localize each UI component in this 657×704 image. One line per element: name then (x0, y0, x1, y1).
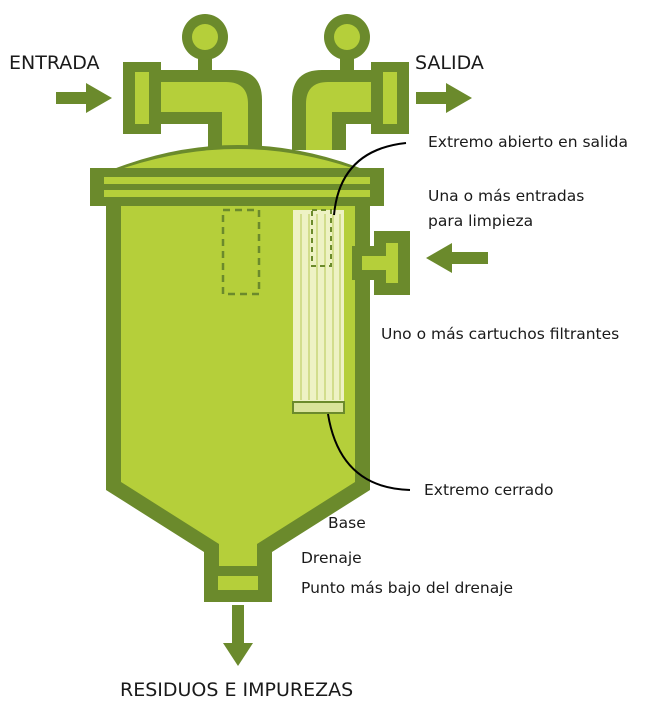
base-label: Base (328, 514, 366, 532)
leader-line-closed-end (327, 413, 411, 491)
leader-line-open-end (333, 142, 407, 216)
drain-fitting (204, 566, 272, 602)
outlet-label: SALIDA (415, 52, 484, 74)
cleaning-inlet-nozzle (352, 231, 410, 295)
arrow-right-icon (56, 83, 112, 113)
inlet-pipe (123, 62, 262, 150)
dome-lid (106, 145, 370, 172)
drain-label: Drenaje (301, 549, 362, 567)
arrow-right-icon (416, 83, 472, 113)
waste-label: RESIDUOS E IMPUREZAS (120, 679, 354, 701)
hidden-cartridge (221, 208, 261, 296)
inlet-label: ENTRADA (9, 52, 100, 74)
outlet-gauge (324, 14, 370, 78)
filter-cartridge (292, 209, 345, 414)
cleaning-inlets-label-line1: Una o más entradas (428, 187, 585, 205)
arrow-down-icon (223, 605, 253, 666)
lowest-drain-point-label: Punto más bajo del drenaje (301, 579, 514, 597)
inlet-gauge (182, 14, 228, 78)
open-end-label: Extremo abierto en salida (428, 133, 628, 151)
cleaning-inlets-label-line2: para limpieza (428, 212, 534, 230)
cartridges-label: Uno o más cartuchos filtrantes (381, 325, 620, 343)
arrow-left-icon (426, 243, 488, 273)
closed-end-label: Extremo cerrado (424, 481, 554, 499)
flange (90, 168, 384, 206)
outlet-pipe (292, 62, 409, 150)
